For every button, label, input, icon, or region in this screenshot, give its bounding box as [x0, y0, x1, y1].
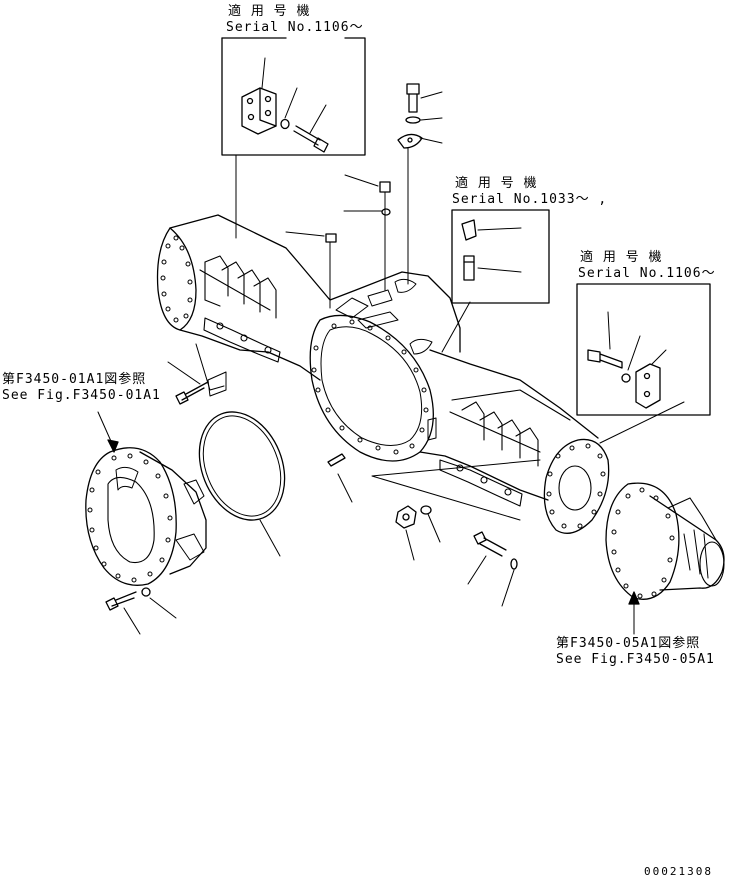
mid-bolt: [344, 174, 391, 291]
right-reference-jp: 第F3450-05A1図参照: [556, 636, 701, 651]
lower-right-washer: [501, 558, 518, 607]
right-hub: [605, 482, 725, 600]
top-bolt: [406, 83, 443, 113]
top-box-leaders: [235, 57, 327, 239]
left-housing-bolt: [105, 587, 177, 635]
dowel-pin: [327, 453, 353, 503]
mid-washer: [343, 208, 391, 216]
lower-right-bolt: [467, 531, 507, 585]
left-reference-jp: 第F3450-01A1図参照: [2, 372, 147, 387]
drain-plug: [395, 505, 417, 561]
right-hub-arrow: [628, 591, 640, 635]
left-plug: [285, 231, 337, 309]
right-bracket-parts: [587, 311, 685, 444]
left-lower-bracket: [203, 317, 281, 363]
left-reference-en: See Fig.F3450-01A1: [2, 388, 161, 403]
drain-washer: [420, 505, 441, 543]
axle-housing: [156, 214, 610, 534]
right-serial-label: Serial No.1106～: [578, 266, 716, 281]
right-serial-box: [576, 283, 711, 416]
breather-parts: [441, 219, 522, 353]
left-housing-bolt-holes: [87, 453, 173, 583]
bracket-part: [241, 87, 277, 135]
left-flange-bolt-holes: [160, 235, 193, 323]
top-serial-label: Serial No.1106～: [226, 20, 364, 35]
left-carrier-housing: [85, 447, 207, 586]
hub-bolt-holes: [611, 487, 675, 599]
left-ribs: [199, 255, 277, 319]
right-flange-bolt-holes: [546, 443, 606, 529]
top-washer: [405, 116, 443, 124]
top-applicable-label: 適 用 号 機: [228, 4, 311, 19]
right-applicable-label: 適 用 号 機: [580, 250, 663, 265]
bolt-part: [293, 125, 329, 153]
o-ring-gasket: [198, 411, 286, 557]
middle-serial-box: [451, 209, 550, 304]
top-cover-plate: [397, 133, 443, 285]
left-bolt: [167, 361, 209, 405]
left-housing-arrow: [97, 411, 119, 453]
middle-applicable-label: 適 用 号 機: [455, 176, 538, 191]
drawing-number: 00021308: [644, 865, 713, 878]
washer-part: [280, 118, 290, 130]
top-serial-box: [221, 37, 366, 156]
right-reference-en: See Fig.F3450-05A1: [556, 652, 715, 667]
center-bolt-holes: [311, 319, 429, 455]
right-ribs: [449, 389, 571, 467]
right-lower-bracket: [439, 459, 523, 507]
middle-serial-label: Serial No.1033～ ,: [452, 192, 608, 207]
